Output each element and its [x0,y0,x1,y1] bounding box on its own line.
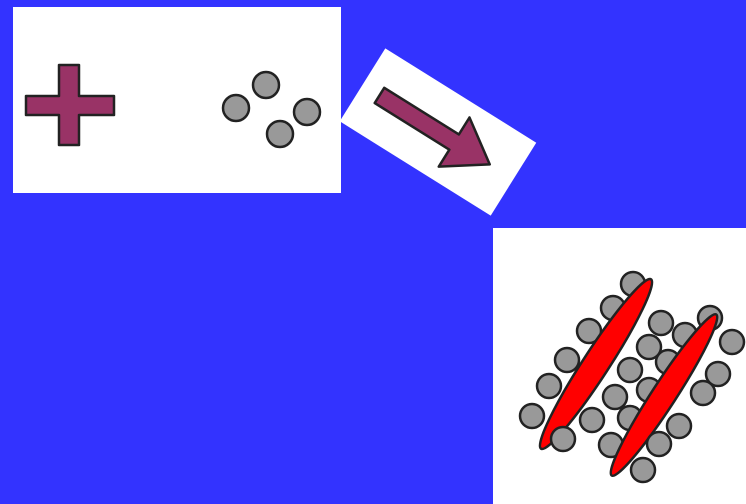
particle-cluster-icon [221,70,322,149]
particle [645,430,673,458]
particle [704,360,732,388]
particle [718,328,746,356]
particle [518,402,546,430]
particle [535,372,563,400]
arrow-graphic [373,86,491,168]
particle [616,356,644,384]
particle [578,406,606,434]
arrow-icon [373,86,491,168]
particle [251,70,281,100]
spindle [609,312,719,478]
arrow-panel [339,48,537,216]
reactants-panel [13,7,341,193]
spindle-particle-assembly-icon [518,270,746,484]
particle [549,425,577,453]
product-graphic [518,270,746,484]
plus-icon [24,63,116,147]
particle [265,119,295,149]
product-panel [493,228,746,504]
particle [647,309,675,337]
spindle [538,277,654,451]
particle [629,456,657,484]
particle [553,346,581,374]
particle [689,379,717,407]
reactants-graphic [24,63,322,149]
particle [635,333,663,361]
particle [665,412,693,440]
particles-front [549,309,746,484]
particle [575,317,603,345]
particle [221,93,251,123]
particle [601,383,629,411]
particle [292,97,322,127]
